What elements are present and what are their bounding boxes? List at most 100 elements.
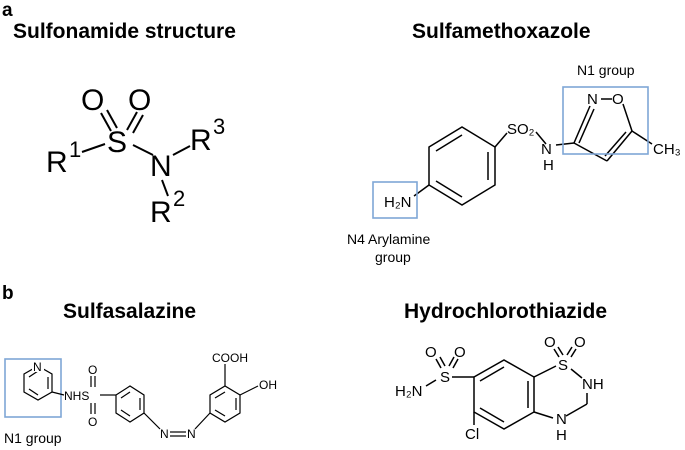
r3-superscript: 3: [213, 114, 225, 139]
n4-arylamine-highlight: [372, 181, 418, 219]
r3-label: R: [190, 124, 212, 157]
r1-label: R: [46, 146, 68, 179]
ring-s2-bond: [533, 365, 557, 378]
so-double-bond-left-b: [106, 109, 118, 129]
azo-n-b: N: [187, 427, 196, 441]
ring-so2-bond: [494, 132, 508, 148]
methyl-label: CH₃: [653, 141, 681, 158]
n4-arylamine-label-line1: N4 Arylamine: [347, 231, 430, 247]
sulfonamide-sulfur: S: [107, 126, 127, 159]
sulfonamide-structure: Sulfonamide structure O O S N R 1 R 3 R …: [13, 20, 236, 229]
hct-o3: O: [544, 334, 556, 351]
salicylic-inner-1: [214, 391, 226, 399]
hct-inner-1: [479, 366, 505, 382]
cooh-label: COOH: [212, 351, 248, 365]
ring-oh-bond: [239, 385, 259, 396]
hct-h-bottom: H: [556, 427, 567, 444]
n-r2-bond: [161, 179, 169, 197]
oh-label: OH: [259, 378, 277, 392]
isoxazole-o-label: O: [612, 91, 624, 108]
sulfonamide-nitrogen: N: [150, 150, 172, 183]
phenyl-inner-3: [120, 409, 131, 417]
n4-arylamine-label-line2: group: [375, 249, 411, 265]
hct-o1: O: [425, 344, 437, 361]
sulfasalazine-n1-highlight: [4, 358, 62, 418]
s-o1-bond-b: [439, 356, 446, 367]
n4-amine-label: H₂N: [384, 194, 412, 211]
phenyl-inner-1: [120, 391, 131, 399]
pyridine-inner-3: [28, 388, 39, 396]
so-double-bond-right-b: [132, 114, 144, 134]
s2-o3-bond-b: [557, 346, 564, 356]
sulfasalazine-o-bottom: O: [88, 415, 97, 429]
n-ring-bond: [533, 411, 554, 419]
s-nh2-bond: [425, 379, 437, 387]
sulfamethoxazole-title: Sulfamethoxazole: [412, 20, 591, 43]
r2-label: R: [150, 196, 172, 229]
pyridine-nh-bond: [51, 391, 65, 396]
sulfonamide-n-label: N: [541, 141, 552, 158]
isoxazole-c4-c3-bond: [573, 142, 608, 162]
sulfonamide-oxygen-left: O: [81, 84, 104, 117]
so-double-bond-left-a: [100, 112, 112, 132]
r1-s-bond: [81, 143, 106, 153]
sulfonamide-oxygen-right: O: [128, 84, 151, 117]
sulfasalazine-title: Sulfasalazine: [63, 300, 196, 323]
so2-n-bond: [535, 131, 547, 145]
isoxazole-c3-n-double-a: [573, 105, 591, 144]
s2-nh-bond: [570, 368, 583, 379]
hct-o4: O: [574, 334, 586, 351]
c5-methyl-bond: [631, 130, 653, 145]
azo-n-a: N: [160, 427, 169, 441]
phenyl-azo-bond: [143, 412, 161, 430]
sulfasalazine-structure: Sulfasalazine N N1 group NHS O O N N: [4, 300, 277, 446]
sulfamethoxazole-structure: Sulfamethoxazole H₂N SO₂ N H N O CH₃ N1 …: [347, 20, 681, 265]
panel-label-a: a: [2, 0, 13, 21]
so-double-bond-right-a: [126, 111, 138, 131]
hct-cl-label: Cl: [465, 426, 479, 443]
s2-o4-bond-a: [566, 346, 573, 356]
s-o2-bond-b: [452, 358, 459, 369]
n1-group-label: N1 group: [577, 62, 635, 78]
isoxazole-n-label: N: [587, 91, 598, 108]
hct-h2n-label: H₂N: [395, 383, 423, 400]
isoxazole-c3-n-double-b: [578, 108, 595, 144]
s2-o4-bond-b: [570, 348, 577, 358]
ch2-n-bond: [565, 403, 588, 417]
sulfasalazine-o-top: O: [88, 363, 97, 377]
isoxazole-o-c5-bond: [622, 103, 633, 132]
sulfonamide-h-label: H: [543, 157, 554, 174]
pyridine-n-mask: [32, 361, 44, 372]
sulfonamide-title: Sulfonamide structure: [13, 20, 236, 43]
sulfasalazine-n1-label: N1 group: [4, 430, 62, 446]
r1-superscript: 1: [69, 137, 81, 162]
n-r3-bond: [172, 145, 191, 156]
s2-o3-bond-a: [553, 348, 560, 358]
isoxazole-c5-c4-bond: [606, 130, 633, 162]
isoxazole-c5-c4-inner: [604, 131, 627, 157]
hct-o2: O: [454, 344, 466, 361]
s-o1-bond-a: [435, 358, 442, 369]
azo-salicyl-bond: [194, 412, 211, 430]
hct-s-left: S: [440, 369, 450, 386]
hct-inner-3: [479, 407, 505, 423]
benzene-inner-bond-1: [435, 134, 463, 152]
hct-nh-top: NH: [582, 376, 604, 393]
n-isoxazole-bond: [555, 142, 575, 146]
sulfonyl-label: SO₂: [507, 121, 535, 138]
s-n-bond: [132, 144, 154, 156]
hydrochlorothiazide-structure: Hydrochlorothiazide S H₂N O O Cl S O O N…: [395, 300, 607, 444]
benzene-inner-bond-3: [435, 180, 463, 198]
hct-benzene-ring: [473, 359, 535, 430]
sulfamethoxazole-benzene-ring: [428, 126, 496, 206]
hct-s-ring: S: [558, 357, 568, 374]
r2-superscript: 2: [173, 186, 185, 211]
pyridine-n-label: N: [33, 360, 42, 374]
hct-n-bottom: N: [556, 411, 567, 428]
hydrochlorothiazide-title: Hydrochlorothiazide: [404, 300, 607, 323]
n1-group-highlight: [562, 86, 649, 155]
sulfasalazine-nhs-label: NHS: [64, 389, 89, 403]
panel-label-b: b: [2, 283, 14, 304]
s-o2-bond-a: [448, 356, 455, 367]
